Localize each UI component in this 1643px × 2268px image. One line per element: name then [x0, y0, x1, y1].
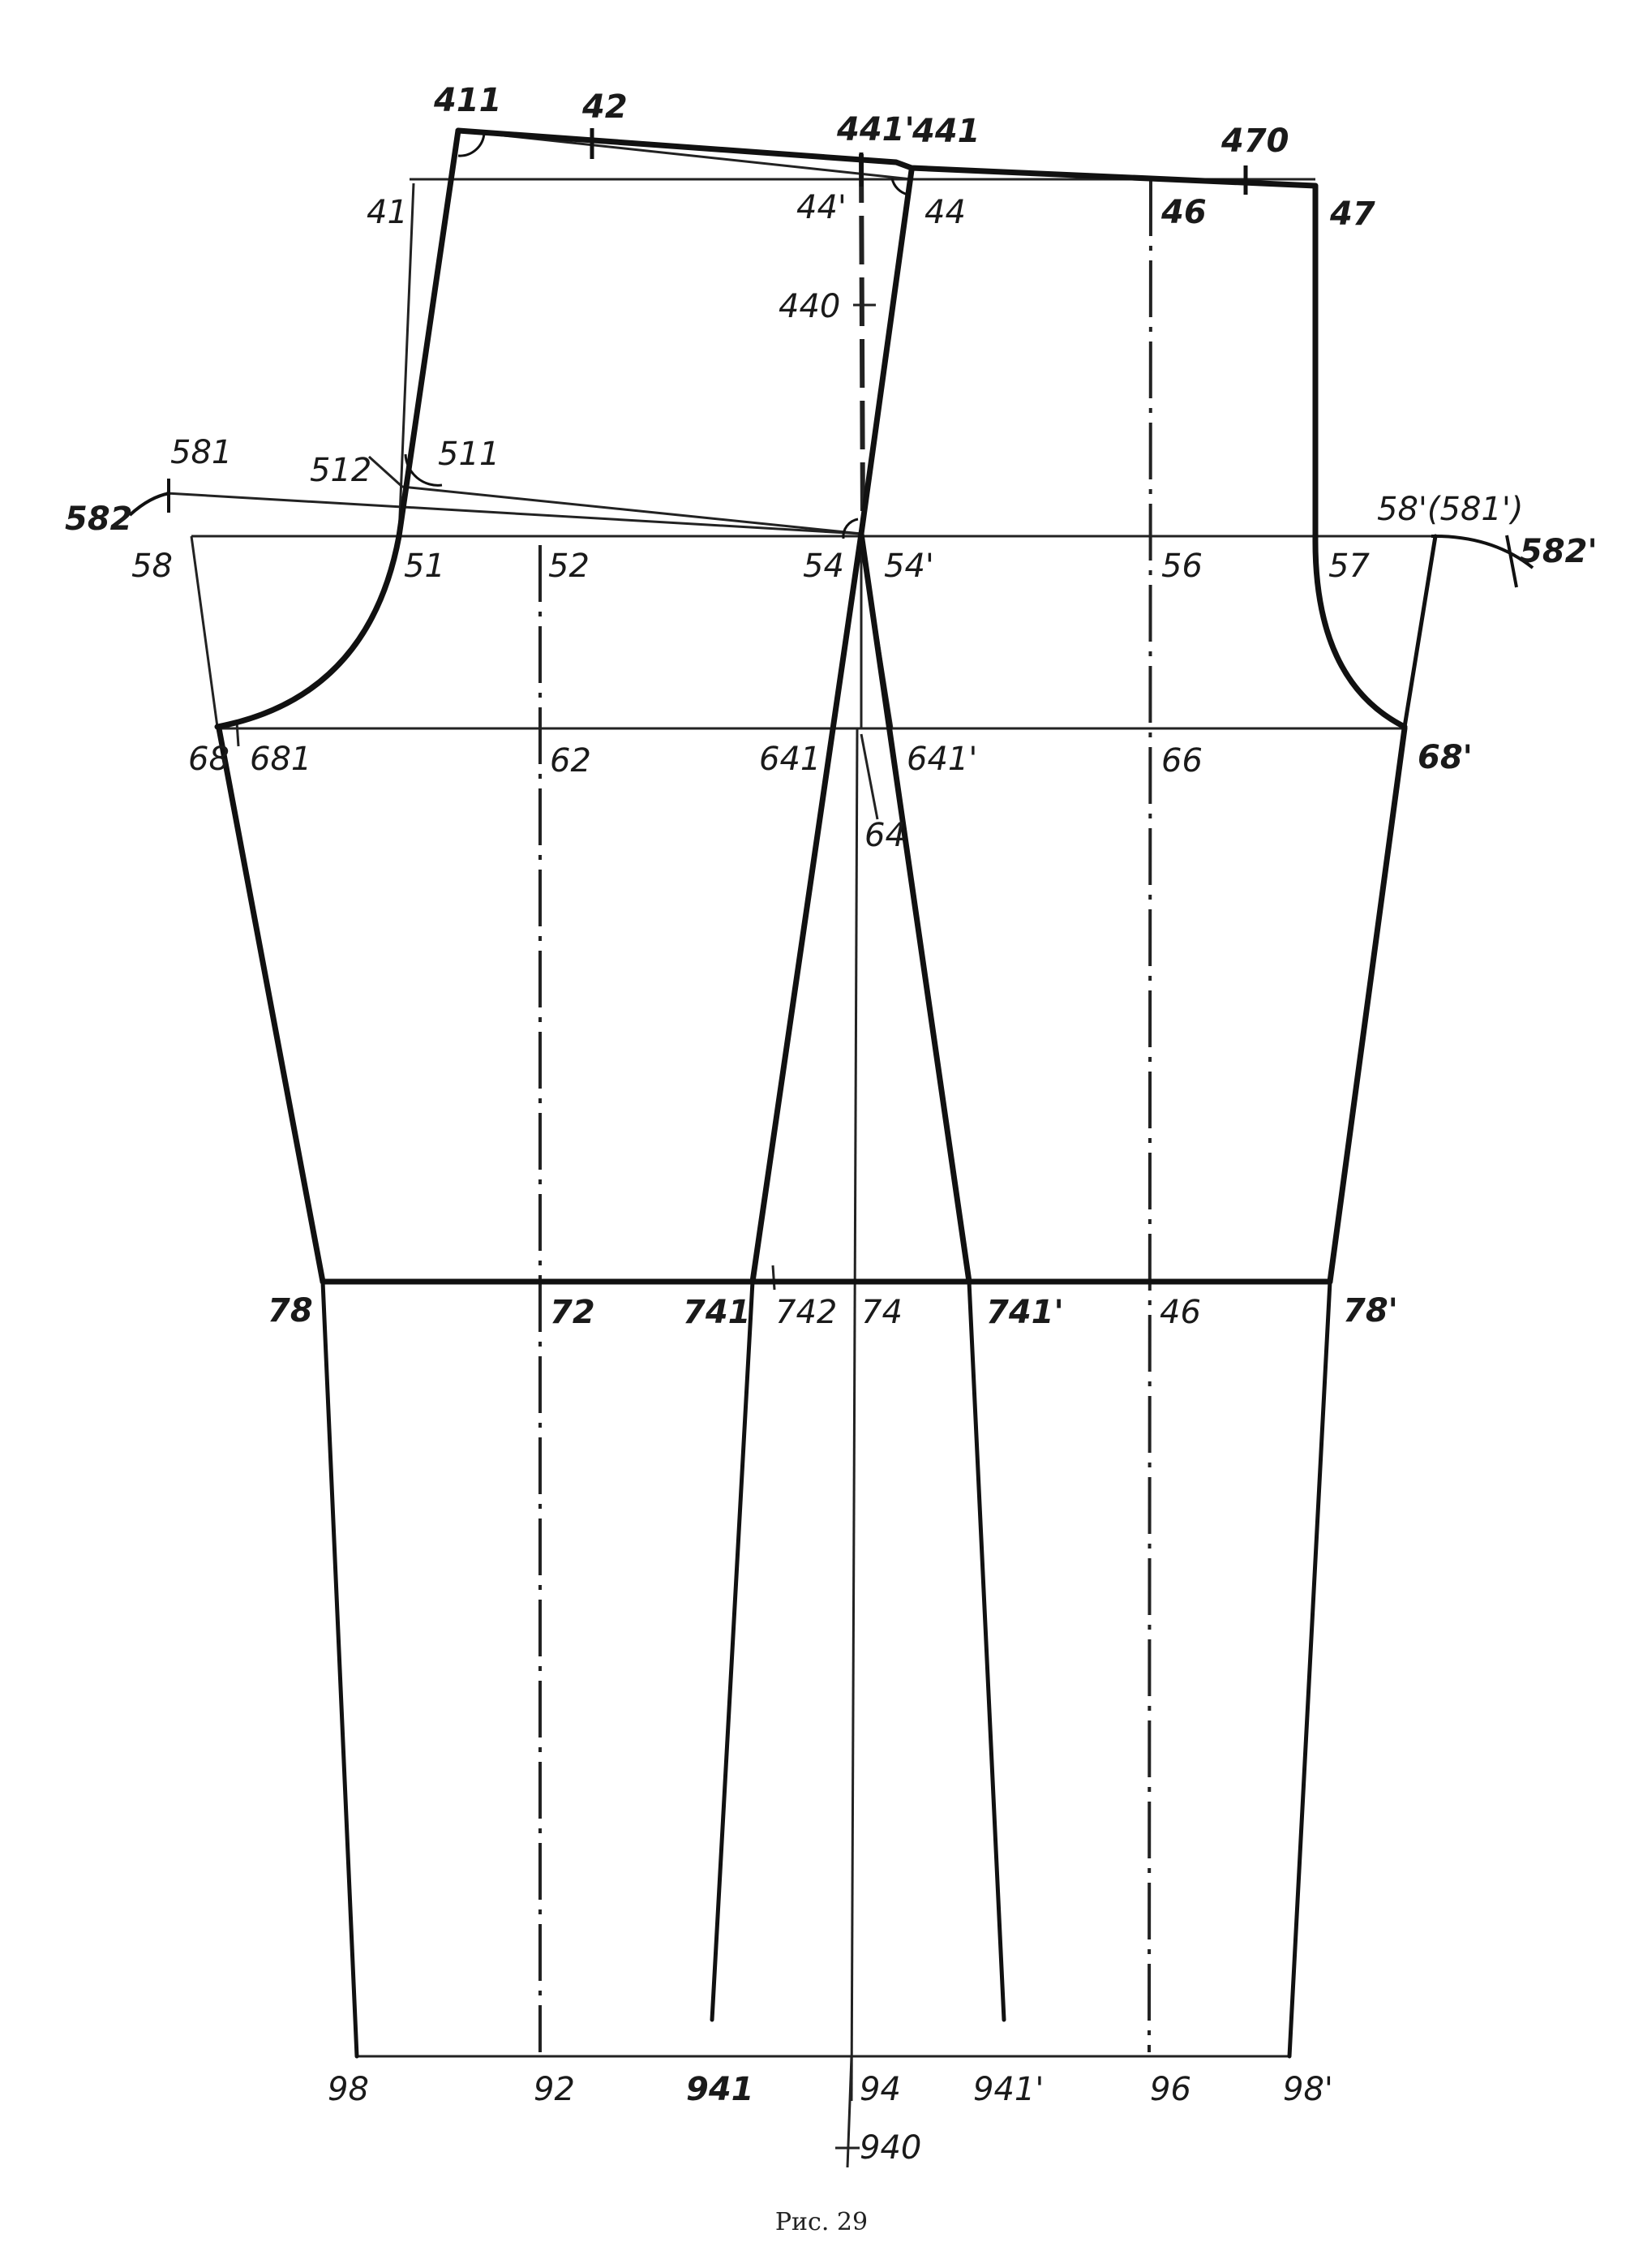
leg-line-741-941: [710, 1279, 755, 2022]
line-582-54: [165, 492, 862, 535]
label-62: 62: [550, 742, 591, 780]
back-crotch-curve: [1312, 533, 1408, 730]
label-941: 941: [686, 2071, 754, 2108]
crease-line-46-96: [1148, 178, 1152, 2053]
label-57: 57: [1328, 548, 1370, 585]
angle-mark-511: [404, 453, 443, 487]
label-94: 94: [860, 2071, 901, 2108]
label-582p: 582': [1520, 533, 1598, 570]
label-742: 742: [775, 1294, 838, 1331]
line-54-741p: [858, 530, 972, 1285]
label-512: 512: [310, 452, 372, 489]
line-58-68: [190, 535, 219, 728]
label-511: 511: [438, 436, 500, 473]
label-78p: 78': [1343, 1292, 1398, 1329]
label-54: 54: [803, 548, 844, 585]
leader-512: [367, 455, 404, 488]
tick-742: [771, 1265, 776, 1291]
line-940: [846, 2055, 853, 2168]
label-68p: 68': [1418, 739, 1473, 776]
centre-line-74: [850, 728, 859, 2102]
label-440: 440: [779, 288, 841, 325]
label-940: 940: [860, 2129, 922, 2167]
label-441: 441: [912, 113, 980, 150]
label-92: 92: [534, 2071, 575, 2108]
inseam-68-78: [216, 725, 326, 1285]
angle-mark-54: [842, 518, 859, 539]
label-470: 470: [1221, 122, 1289, 160]
label-54p: 54': [884, 548, 934, 585]
extension-curve-582p: [1431, 534, 1534, 569]
leader-64: [860, 733, 879, 820]
label-66: 66: [1161, 742, 1203, 780]
label-46-top: 46: [1161, 194, 1207, 231]
label-78: 78: [268, 1292, 313, 1329]
label-56: 56: [1161, 548, 1203, 585]
label-98: 98: [328, 2071, 369, 2108]
label-581: 581: [170, 434, 233, 471]
waist-line: [455, 127, 1319, 189]
label-44: 44: [924, 194, 966, 231]
line-58p-68p: [1402, 534, 1438, 729]
label-46-knee: 46: [1160, 1294, 1201, 1331]
label-58p-581p: 58'(581'): [1377, 491, 1524, 528]
line-54-741: [749, 530, 864, 1285]
angle-mark-411: [457, 132, 486, 157]
dash-line-440: [859, 153, 865, 526]
label-72: 72: [550, 1294, 595, 1331]
label-47: 47: [1330, 195, 1375, 233]
label-411: 411: [434, 82, 502, 119]
figure-caption: Рис. 29: [774, 2208, 869, 2236]
line-441-54: [858, 167, 915, 537]
label-51: 51: [404, 548, 445, 585]
line-512-54: [401, 485, 862, 535]
label-58: 58: [131, 548, 173, 585]
leg-line-78-98: [320, 1279, 359, 2059]
label-98p: 98': [1283, 2071, 1333, 2108]
leg-line-78p-98p: [1287, 1279, 1332, 2059]
leg-line-741p-941p: [967, 1279, 1006, 2022]
line-41-51: [397, 183, 415, 537]
label-441p: 441': [837, 111, 915, 148]
tick-681: [235, 721, 240, 747]
tick-582p: [1505, 535, 1518, 588]
label-641: 641: [759, 741, 822, 778]
label-52: 52: [548, 548, 590, 585]
label-64: 64: [864, 817, 906, 854]
label-41: 41: [367, 194, 408, 231]
front-crotch-curve: [214, 533, 402, 730]
label-741p: 741': [986, 1294, 1064, 1331]
extension-curve-582: [128, 492, 171, 517]
label-941p: 941': [973, 2071, 1045, 2108]
label-68: 68: [188, 741, 230, 778]
label-96: 96: [1150, 2071, 1191, 2108]
label-44p: 44': [796, 189, 847, 226]
outseam-68p-78p: [1327, 725, 1408, 1285]
label-681: 681: [250, 741, 312, 778]
angle-mark-44: [890, 178, 909, 196]
label-741: 741: [683, 1294, 751, 1331]
label-582: 582: [65, 500, 133, 538]
label-641p: 641': [907, 741, 978, 778]
label-42: 42: [582, 88, 628, 126]
label-74: 74: [861, 1294, 903, 1331]
